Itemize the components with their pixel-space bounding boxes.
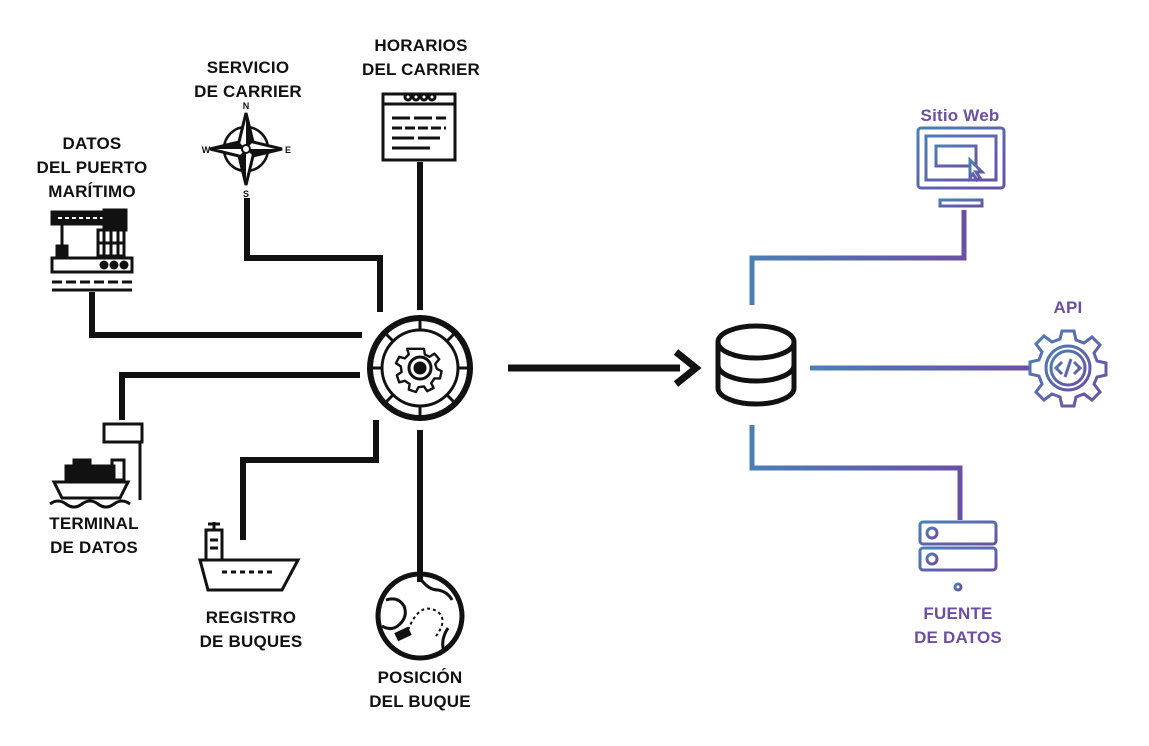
compass-e: E: [285, 145, 291, 155]
label-horarios-line1: HORARIOS: [374, 36, 468, 55]
label-terminal-line1: TERMINAL: [49, 514, 139, 533]
connector-servicio: [244, 198, 383, 312]
source-connectors: [89, 162, 423, 582]
label-registro-line2: DE BUQUES: [199, 632, 303, 651]
processing-hub-icon: [367, 315, 473, 421]
label-puerto-line1: DATOS: [62, 134, 122, 153]
globe-icon: [375, 571, 465, 661]
label-web-text: Sitio Web: [920, 106, 1000, 125]
label-fuente-line1: FUENTE: [923, 604, 993, 623]
compass-s: S: [243, 189, 249, 199]
label-horarios-line2: DEL CARRIER: [361, 60, 481, 79]
connector-puerto: [89, 292, 362, 338]
compass-n: N: [243, 101, 250, 111]
label-servicio-line2: DE CARRIER: [194, 82, 302, 101]
label-puerto-line3: MARÍTIMO: [48, 182, 136, 201]
api-gear-icon: [1028, 329, 1108, 408]
label-fuente: FUENTE DE DATOS: [896, 602, 1020, 650]
flow-arrow: [508, 349, 702, 387]
gear-icon: [394, 347, 443, 394]
cargo-ship-icon: [49, 422, 144, 509]
label-registro: REGISTRO DE BUQUES: [186, 606, 316, 654]
output-connectors: [749, 210, 1030, 520]
connector-terminal: [119, 372, 360, 420]
label-posicion: POSICIÓN DEL BUQUE: [350, 666, 490, 714]
label-terminal-line2: DE DATOS: [50, 538, 138, 557]
label-servicio-line1: SERVICIO: [206, 58, 290, 77]
label-horarios: HORARIOS DEL CARRIER: [346, 34, 496, 82]
label-posicion-line1: POSICIÓN: [377, 668, 463, 687]
connector-fuente: [749, 425, 963, 520]
label-api-text: API: [1053, 298, 1083, 317]
compass-icon: N S E W: [202, 101, 291, 199]
label-servicio: SERVICIO DE CARRIER: [186, 56, 310, 104]
label-puerto: DATOS DEL PUERTO MARÍTIMO: [32, 132, 152, 204]
server-icon: [918, 520, 998, 592]
compass-w: W: [202, 145, 211, 155]
schedule-document-icon: [381, 92, 457, 162]
label-web: Sitio Web: [900, 104, 1020, 128]
label-fuente-line2: DE DATOS: [914, 628, 1002, 647]
port-crane-icon: [50, 208, 134, 292]
connector-registro: [240, 420, 379, 540]
ship-icon: [198, 522, 301, 592]
label-registro-line1: REGISTRO: [205, 608, 297, 627]
label-terminal: TERMINAL DE DATOS: [32, 512, 156, 560]
website-monitor-icon: [916, 126, 1006, 208]
label-puerto-line2: DEL PUERTO: [36, 158, 148, 177]
label-api: API: [1028, 296, 1108, 320]
database-icon: [715, 323, 797, 407]
connector-web: [749, 210, 967, 305]
label-posicion-line2: DEL BUQUE: [369, 692, 471, 711]
